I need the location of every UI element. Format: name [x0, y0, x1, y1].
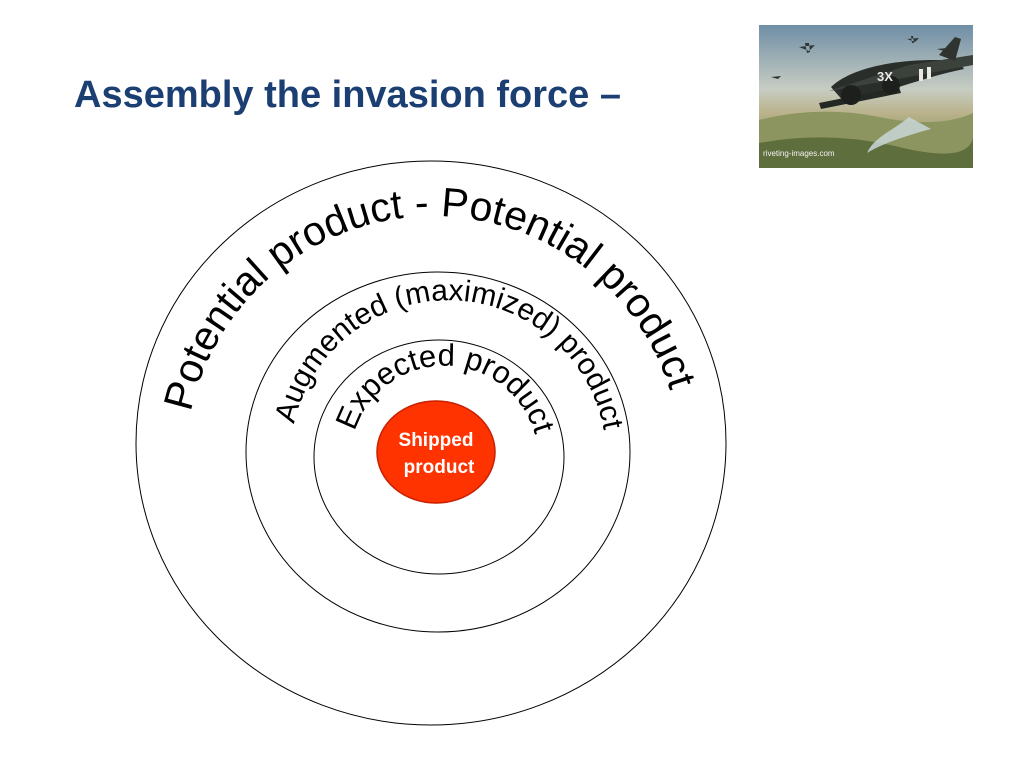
expected-product-ring [313, 339, 565, 575]
tail-code: 3X [877, 69, 893, 84]
shipped-product-core [376, 400, 496, 504]
augmented-product-ring [245, 271, 631, 633]
river [867, 117, 931, 153]
potential-product-ring [135, 160, 727, 726]
ground-near [759, 137, 973, 168]
shipped-product-line1: Shipped [399, 430, 474, 451]
invasion-stripes [919, 67, 931, 81]
slide-title: Assembly the invasion force – [74, 74, 621, 116]
aircraft-painting: 3X riveting-images.com [759, 25, 973, 168]
watermark-caption: riveting-images.com [763, 149, 835, 158]
c47-aircraft-painting-image: 3X riveting-images.com [759, 25, 973, 168]
shipped-product-line2: product [404, 457, 475, 478]
